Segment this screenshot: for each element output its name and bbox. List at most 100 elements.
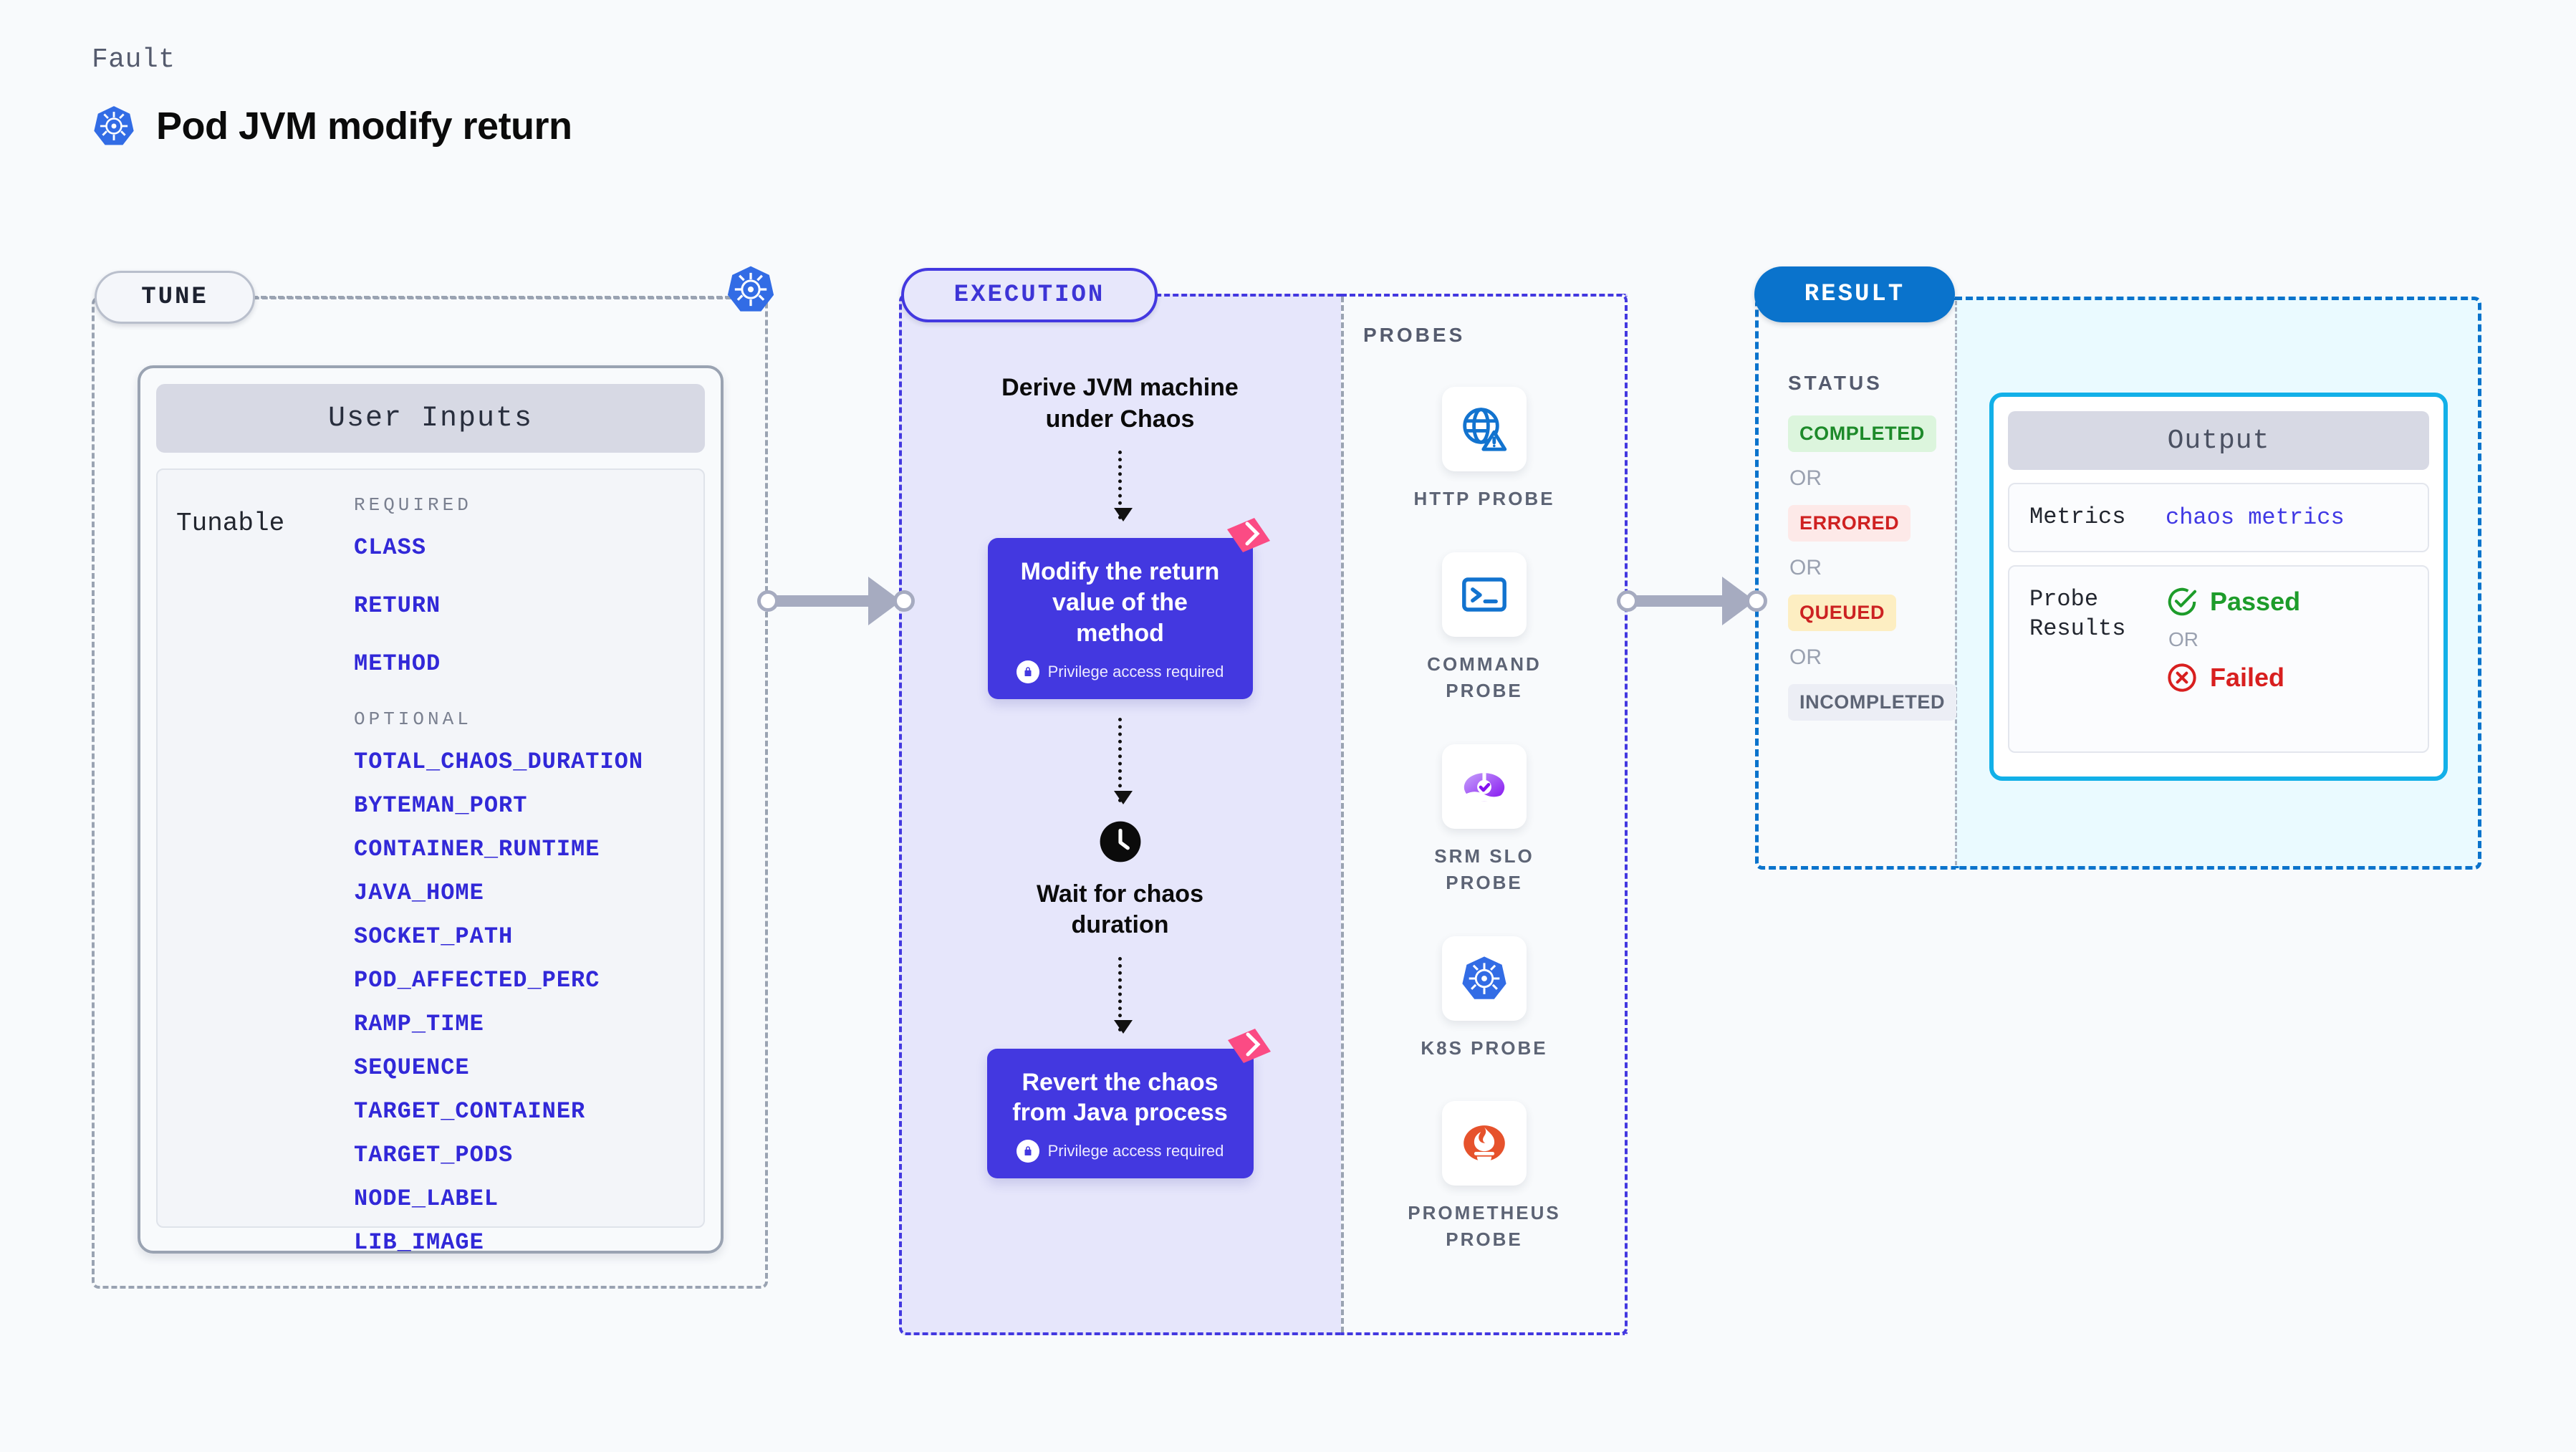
tunable-label: Tunable <box>176 509 285 538</box>
connector-line <box>1628 595 1729 607</box>
param-target-container[interactable]: TARGET_CONTAINER <box>354 1098 586 1125</box>
connector-dot-start <box>1617 590 1638 612</box>
flow-arrow-3 <box>1114 956 1133 1034</box>
output-metrics-value[interactable]: chaos metrics <box>2166 504 2345 531</box>
required-group-title: REQUIRED <box>354 494 472 516</box>
output-probe-results-value: Passed OR Failed <box>2166 585 2408 733</box>
param-sequence[interactable]: SEQUENCE <box>354 1054 470 1081</box>
probe-k8s[interactable]: K8S PROBE <box>1377 936 1592 1062</box>
kubernetes-icon <box>725 262 777 320</box>
probe-http-label: HTTP PROBE <box>1413 488 1555 509</box>
param-socket-path[interactable]: SOCKET_PATH <box>354 923 514 950</box>
status-or-2: OR <box>1789 556 1822 580</box>
lock-icon <box>1016 1140 1039 1163</box>
param-total-chaos-duration[interactable]: TOTAL_CHAOS_DURATION <box>354 749 644 775</box>
kubernetes-icon <box>92 102 136 150</box>
exec-step-revert-chaos[interactable]: Revert the chaos from Java process Privi… <box>986 1028 1271 1179</box>
exec-step-wait-text: Wait for chaos duration <box>1037 880 1203 939</box>
check-circle-icon <box>2168 587 2197 616</box>
status-badge-errored: ERRORED <box>1788 505 1911 542</box>
probe-k8s-label: K8S PROBE <box>1421 1037 1548 1059</box>
page-header: Fault Pod JVM modify return <box>92 44 572 150</box>
connector-dot-end <box>1746 590 1767 612</box>
param-lib-image[interactable]: LIB_IMAGE <box>354 1229 484 1256</box>
output-probe-results-row: Probe Results Passed OR Failed <box>2008 564 2429 753</box>
optional-group-title: OPTIONAL <box>354 708 472 730</box>
stage-pill-execution[interactable]: EXECUTION <box>901 268 1158 322</box>
probe-http[interactable]: HTTP PROBE <box>1377 387 1592 512</box>
privilege-note-1-text: Privilege access required <box>1047 662 1224 681</box>
output-metrics-row: Metrics chaos metrics <box>2008 483 2429 552</box>
probes-divider <box>1341 297 1344 1332</box>
srm-slo-icon <box>1442 744 1527 829</box>
status-section-title: STATUS <box>1788 372 1883 394</box>
privilege-note-2: Privilege access required <box>1011 1140 1229 1163</box>
probe-command[interactable]: COMMAND PROBE <box>1377 552 1592 704</box>
optional-param-list: TOTAL_CHAOS_DURATION BYTEMAN_PORT CONTAI… <box>354 749 685 1256</box>
required-param-list: CLASS RETURN METHOD <box>354 534 685 677</box>
user-inputs-card: User Inputs Tunable REQUIRED CLASS RETUR… <box>138 365 724 1256</box>
stage-pill-result[interactable]: RESULT <box>1754 266 1955 322</box>
param-target-pods[interactable]: TARGET_PODS <box>354 1142 514 1168</box>
result-divider <box>1955 301 1957 865</box>
param-pod-affected-perc[interactable]: POD_AFFECTED_PERC <box>354 967 600 994</box>
x-circle-icon <box>2168 663 2196 692</box>
param-return[interactable]: RETURN <box>354 592 441 619</box>
exec-step-wait: Wait for chaos duration <box>1037 819 1203 941</box>
globe-warning-icon <box>1442 387 1527 471</box>
output-metrics-key: Metrics <box>2029 504 2126 530</box>
fault-kicker: Fault <box>92 44 176 75</box>
terminal-icon <box>1442 552 1527 637</box>
probe-result-passed: Passed <box>2166 585 2408 618</box>
probe-srm-slo[interactable]: SRM SLO PROBE <box>1377 744 1592 896</box>
probe-prometheus[interactable]: PROMETHEUS PROBE <box>1377 1101 1592 1253</box>
exec-step-revert-chaos-title: Revert the chaos from Java process <box>1012 1068 1228 1127</box>
status-badge-incompleted: INCOMPLETED <box>1788 684 1957 721</box>
exec-step-modify-return[interactable]: Modify the return value of the method Pr… <box>987 518 1270 699</box>
litmus-flag-icon <box>1226 518 1270 553</box>
param-node-label[interactable]: NODE_LABEL <box>354 1186 499 1212</box>
status-badge-list: COMPLETED OR ERRORED OR QUEUED OR INCOMP… <box>1788 415 1967 721</box>
prometheus-icon <box>1442 1101 1527 1186</box>
flow-arrow-1 <box>1114 451 1133 522</box>
param-method[interactable]: METHOD <box>354 650 441 677</box>
probe-result-passed-label: Passed <box>2210 586 2301 616</box>
kubernetes-icon <box>1442 936 1527 1021</box>
stage-pill-tune[interactable]: TUNE <box>95 271 255 324</box>
probes-section-title: PROBES <box>1363 324 1466 346</box>
lock-icon <box>1016 660 1039 683</box>
probe-command-label: COMMAND PROBE <box>1427 653 1542 701</box>
flow-arrow-2 <box>1114 717 1133 804</box>
probe-srm-slo-label: SRM SLO PROBE <box>1434 845 1534 893</box>
exec-step-modify-return-title: Modify the return value of the method <box>1020 558 1220 647</box>
output-card: Output Metrics chaos metrics Probe Resul… <box>1989 393 2448 781</box>
litmus-flag-icon <box>1227 1028 1271 1063</box>
tunable-groups: REQUIRED CLASS RETURN METHOD OPTIONAL TO… <box>354 494 685 1256</box>
status-or-3: OR <box>1789 645 1822 669</box>
param-ramp-time[interactable]: RAMP_TIME <box>354 1011 484 1037</box>
output-title: Output <box>2008 411 2429 470</box>
param-class[interactable]: CLASS <box>354 534 427 561</box>
tunable-body: Tunable REQUIRED CLASS RETURN METHOD OPT… <box>156 468 705 1256</box>
tune-dashed-connector <box>252 296 739 299</box>
param-container-runtime[interactable]: CONTAINER_RUNTIME <box>354 836 600 862</box>
execution-flow: Derive JVM machine under Chaos Modify th… <box>899 372 1341 1179</box>
user-inputs-title: User Inputs <box>156 384 705 453</box>
connector-dot-end <box>893 590 915 612</box>
status-badge-completed: COMPLETED <box>1788 415 1936 452</box>
status-badge-queued: QUEUED <box>1788 595 1897 631</box>
param-byteman-port[interactable]: BYTEMAN_PORT <box>354 792 528 819</box>
connector-dot-start <box>757 590 779 612</box>
probe-prometheus-label: PROMETHEUS PROBE <box>1408 1202 1561 1251</box>
clock-icon <box>1098 819 1143 867</box>
param-java-home[interactable]: JAVA_HOME <box>354 880 484 906</box>
probe-result-failed: Failed <box>2166 661 2408 694</box>
probes-list: HTTP PROBE COMMAND PROBE <box>1341 387 1628 1253</box>
privilege-note-2-text: Privilege access required <box>1047 1142 1224 1160</box>
connector-line <box>768 595 875 607</box>
status-or-1: OR <box>1789 466 1822 490</box>
connector-tune-to-execution <box>757 576 915 626</box>
page-title: Pod JVM modify return <box>156 105 572 148</box>
output-probe-results-key: Probe Results <box>2029 585 2126 642</box>
title-row: Pod JVM modify return <box>92 102 572 150</box>
